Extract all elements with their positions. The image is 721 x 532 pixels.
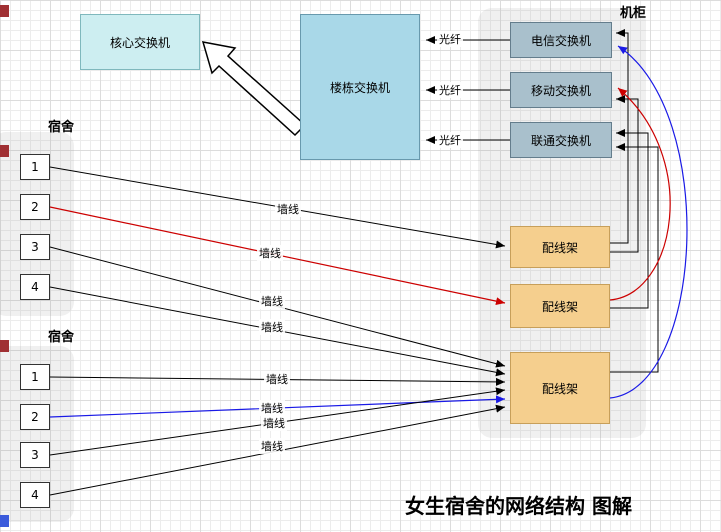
node-mobile-switch[interactable]: 移动交换机 (510, 72, 612, 108)
fiber-label: 光纤 (437, 132, 463, 148)
wall-label: 墙线 (259, 400, 285, 416)
node-telecom-switch[interactable]: 电信交换机 (510, 22, 612, 58)
big-arrow-building-to-core[interactable] (201, 41, 307, 137)
room-number: 2 (31, 410, 39, 424)
dorm2-room-1[interactable]: 1 (20, 364, 50, 390)
patch-panel-2-label: 配线架 (541, 299, 578, 314)
wall-label: 墙线 (261, 415, 287, 431)
node-unicom-switch[interactable]: 联通交换机 (510, 122, 612, 158)
node-building-switch[interactable]: 楼栋交换机 (300, 14, 420, 160)
wall-label: 墙线 (259, 293, 285, 309)
wall-label: 墙线 (264, 371, 290, 387)
unicom-switch-label: 联通交换机 (530, 133, 591, 148)
node-core-switch[interactable]: 核心交换机 (80, 14, 200, 70)
edge-marker-blue (0, 515, 9, 527)
diagram-title: 女生宿舍的网络结构 图解 (405, 494, 632, 518)
wall-label: 墙线 (275, 201, 301, 217)
dorm2-room-3[interactable]: 3 (20, 442, 50, 468)
room-number: 3 (31, 240, 39, 254)
cabinet-heading: 机柜 (620, 6, 647, 21)
node-patch-panel-2[interactable]: 配线架 (510, 284, 610, 328)
room-number: 3 (31, 448, 39, 462)
dorm1-room-3[interactable]: 3 (20, 234, 50, 260)
wall-label: 墙线 (257, 245, 283, 261)
dorm1-room-1[interactable]: 1 (20, 154, 50, 180)
room-number: 1 (31, 160, 39, 174)
dorm1-heading: 宿舍 (48, 120, 75, 135)
room-number: 4 (31, 280, 39, 294)
fiber-label: 光纤 (437, 31, 463, 47)
patch-panel-3-label: 配线架 (541, 381, 578, 396)
node-patch-panel-3[interactable]: 配线架 (510, 352, 610, 424)
wall-label: 墙线 (259, 319, 285, 335)
telecom-switch-label: 电信交换机 (530, 33, 591, 48)
mobile-switch-label: 移动交换机 (530, 83, 591, 98)
room-number: 2 (31, 200, 39, 214)
core-switch-label: 核心交换机 (109, 35, 170, 50)
node-patch-panel-1[interactable]: 配线架 (510, 226, 610, 268)
dorm2-heading: 宿舍 (48, 330, 75, 345)
building-switch-label: 楼栋交换机 (329, 80, 390, 95)
room-number: 4 (31, 488, 39, 502)
dorm2-room-2[interactable]: 2 (20, 404, 50, 430)
dorm2-room-4[interactable]: 4 (20, 482, 50, 508)
wall-label: 墙线 (259, 438, 285, 454)
edge-marker-red (0, 5, 9, 17)
room-number: 1 (31, 370, 39, 384)
patch-panel-1-label: 配线架 (541, 240, 578, 255)
fiber-label: 光纤 (437, 82, 463, 98)
edge-marker-red (0, 145, 9, 157)
edge-marker-red (0, 340, 9, 352)
dorm1-room-2[interactable]: 2 (20, 194, 50, 220)
dorm1-room-4[interactable]: 4 (20, 274, 50, 300)
